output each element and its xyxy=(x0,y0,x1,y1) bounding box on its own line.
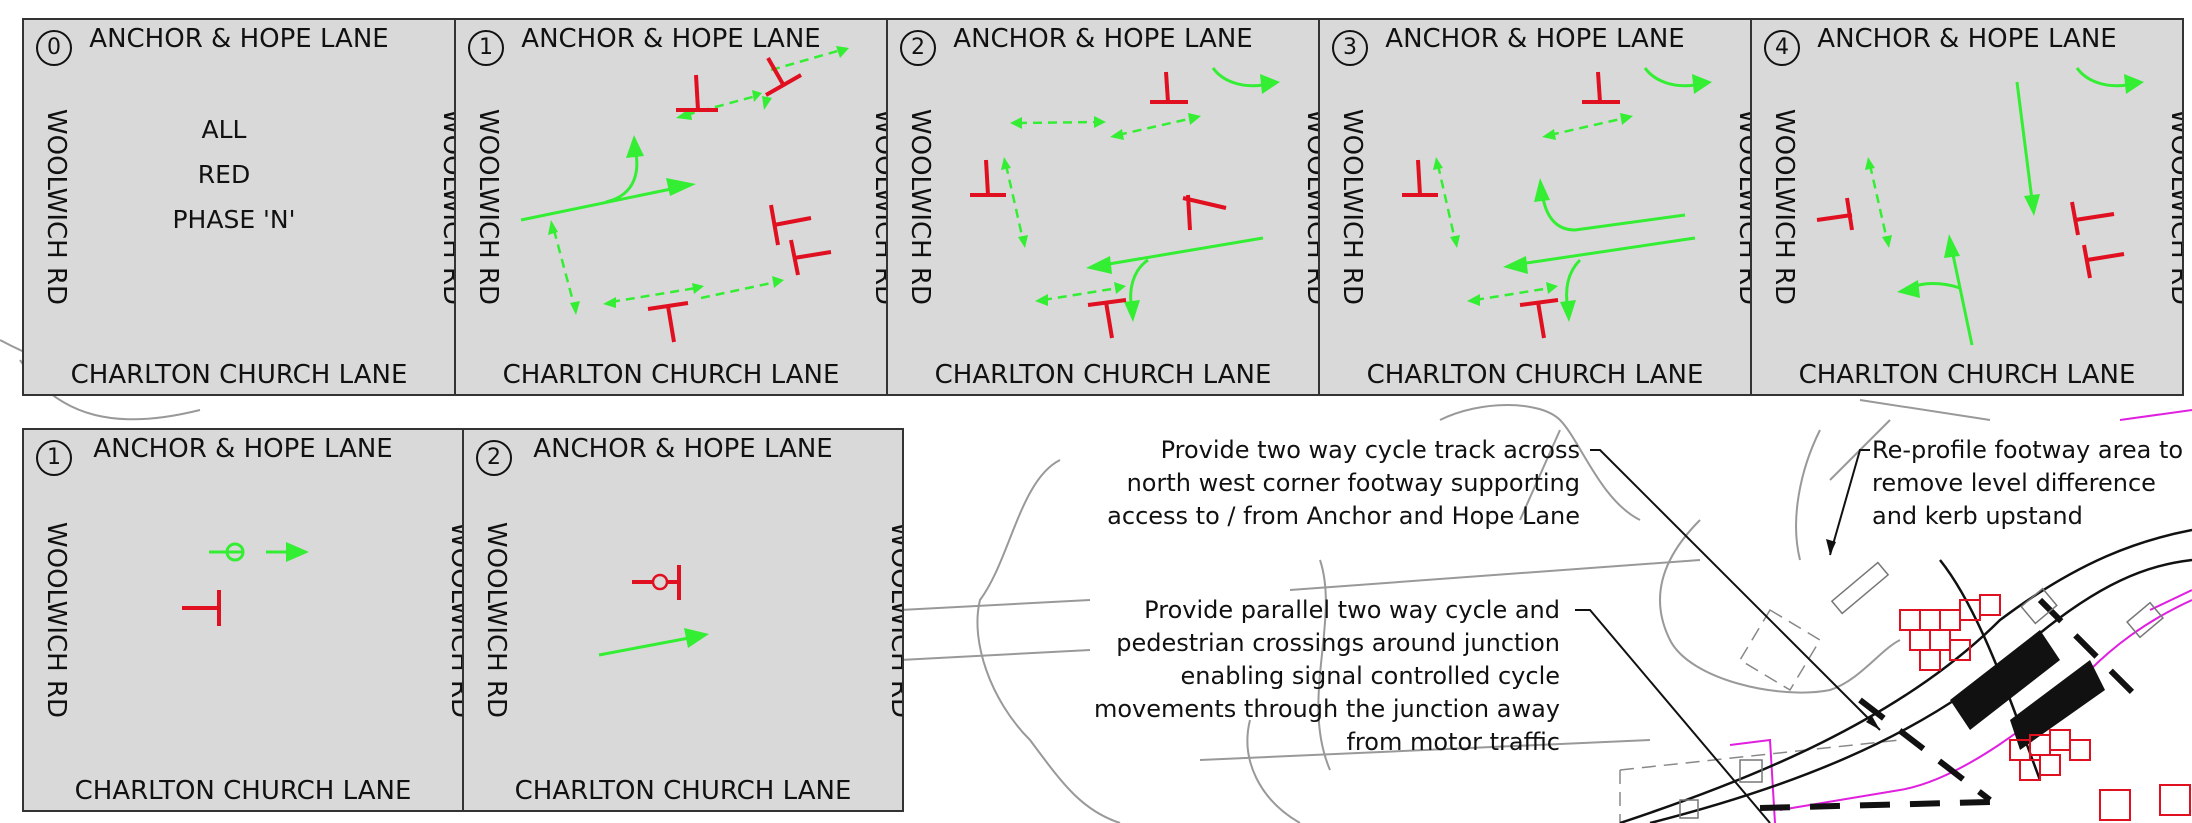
street-label-south: CHARLTON CHURCH LANE xyxy=(502,360,840,390)
street-label-north: ANCHOR & HOPE LANE xyxy=(1385,24,1685,54)
street-label-north: ANCHOR & HOPE LANE xyxy=(89,24,389,54)
street-label-north: ANCHOR & HOPE LANE xyxy=(953,24,1253,54)
stage-2-movements xyxy=(970,67,1280,339)
all-red-label-2: RED xyxy=(197,160,251,189)
all-red-label-3: PHASE 'N' xyxy=(172,205,296,234)
street-label-south: CHARLTON CHURCH LANE xyxy=(1798,360,2136,390)
stage-panel-1: 1 ANCHOR & HOPE LANE CHARLTON CHURCH LAN… xyxy=(454,18,888,396)
note-cycle-track-line-2: north west corner footway supporting xyxy=(1126,469,1580,497)
note-reprofile-line-2: remove level difference xyxy=(1872,469,2156,497)
note-reprofile-line-1: Re-profile footway area to xyxy=(1872,436,2184,464)
stage-panel-4: 4 ANCHOR & HOPE LANE CHARLTON CHURCH LAN… xyxy=(1750,18,2184,396)
cycle-stage-2-movements xyxy=(598,565,709,657)
stage-number: 2 xyxy=(900,30,936,66)
stage-1-movements xyxy=(520,46,849,343)
note-reprofile: Re-profile footway area to remove level … xyxy=(1872,434,2183,533)
stage-panel-2: 2 ANCHOR & HOPE LANE CHARLTON CHURCH LAN… xyxy=(886,18,1320,396)
stage-number: 1 xyxy=(36,440,72,476)
note-crossings: Provide parallel two way cycle and pedes… xyxy=(1094,594,1560,759)
street-label-north: ANCHOR & HOPE LANE xyxy=(93,434,393,464)
stage-4-movements xyxy=(1816,67,2144,346)
all-red-label-1: ALL xyxy=(201,115,247,144)
stage-number: 3 xyxy=(1332,30,1368,66)
note-crossings-line-2: pedestrian crossings around junction xyxy=(1116,629,1560,657)
stage-number: 4 xyxy=(1764,30,1800,66)
stage-number: 2 xyxy=(476,440,512,476)
street-label-south: CHARLTON CHURCH LANE xyxy=(74,776,412,806)
note-cycle-track-line-3: access to / from Anchor and Hope Lane xyxy=(1107,502,1580,530)
note-reprofile-line-3: and kerb upstand xyxy=(1872,502,2083,530)
stage-panel-3: 3 ANCHOR & HOPE LANE CHARLTON CHURCH LAN… xyxy=(1318,18,1752,396)
note-cycle-track: Provide two way cycle track across north… xyxy=(1107,434,1580,533)
stage-3-movements xyxy=(1402,67,1712,339)
note-crossings-line-1: Provide parallel two way cycle and xyxy=(1144,596,1560,624)
stage-number: 0 xyxy=(36,30,72,66)
street-label-south: CHARLTON CHURCH LANE xyxy=(514,776,852,806)
stage-panel-0: 0 ANCHOR & HOPE LANE CHARLTON CHURCH LAN… xyxy=(22,18,456,396)
street-label-north: ANCHOR & HOPE LANE xyxy=(1817,24,2117,54)
street-label-north: ANCHOR & HOPE LANE xyxy=(521,24,821,54)
note-cycle-track-line-1: Provide two way cycle track across xyxy=(1160,436,1580,464)
note-crossings-line-3: enabling signal controlled cycle xyxy=(1180,662,1560,690)
note-crossings-line-5: from motor traffic xyxy=(1346,728,1560,756)
cycle-stage-panel-1: 1 ANCHOR & HOPE LANE CHARLTON CHURCH LAN… xyxy=(22,428,464,812)
cycle-stage-panel-2: 2 ANCHOR & HOPE LANE CHARLTON CHURCH LAN… xyxy=(462,428,904,812)
street-label-south: CHARLTON CHURCH LANE xyxy=(1366,360,1704,390)
street-label-south: CHARLTON CHURCH LANE xyxy=(70,360,408,390)
street-label-south: CHARLTON CHURCH LANE xyxy=(934,360,1272,390)
stage-number: 1 xyxy=(468,30,504,66)
cycle-stage-1-movements xyxy=(182,542,309,626)
street-label-north: ANCHOR & HOPE LANE xyxy=(533,434,833,464)
note-crossings-line-4: movements through the junction away xyxy=(1093,695,1560,723)
